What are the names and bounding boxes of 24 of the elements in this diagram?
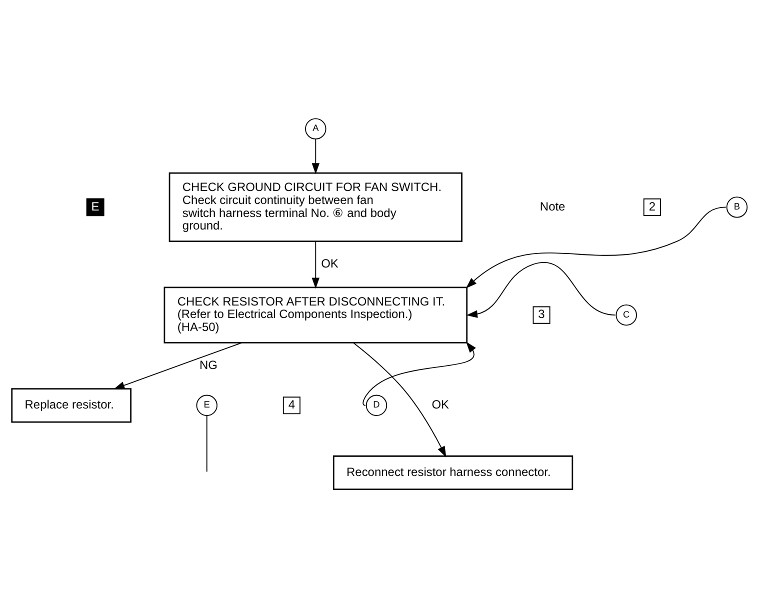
- edge-label: OK: [432, 398, 450, 412]
- node-box: CHECK GROUND CIRCUIT FOR FAN SWITCH. Check circuit continuity between fan switch harness terminal No. ⑥ and body ground.: [168, 172, 462, 242]
- arrow: [114, 342, 242, 390]
- node-circle: A: [305, 118, 326, 140]
- edge-label: NG: [200, 358, 218, 372]
- arrow: [466, 206, 726, 288]
- label: 2: [648, 199, 656, 214]
- arrow: [466, 262, 616, 318]
- node-box: CHECK RESISTOR AFTER DISCONNECTING IT. (Refer to Electrical Components Inspection.) (HA-50): [164, 286, 468, 344]
- node-circle: D: [366, 394, 388, 416]
- label: 4: [288, 398, 296, 412]
- node-circle: E: [196, 394, 218, 416]
- label: E: [91, 199, 100, 214]
- node-circle: B: [726, 196, 748, 218]
- connector: [206, 415, 208, 472]
- edge-label: OK: [321, 256, 338, 270]
- node-circle: C: [616, 304, 637, 326]
- arrow: [353, 342, 446, 458]
- label: 3: [538, 307, 545, 322]
- node-box: Replace resistor.: [11, 388, 132, 423]
- label: Note: [540, 199, 566, 214]
- arrow: [312, 138, 320, 174]
- node-box: Reconnect resistor harness connector.: [332, 455, 574, 490]
- arrow: [312, 240, 320, 289]
